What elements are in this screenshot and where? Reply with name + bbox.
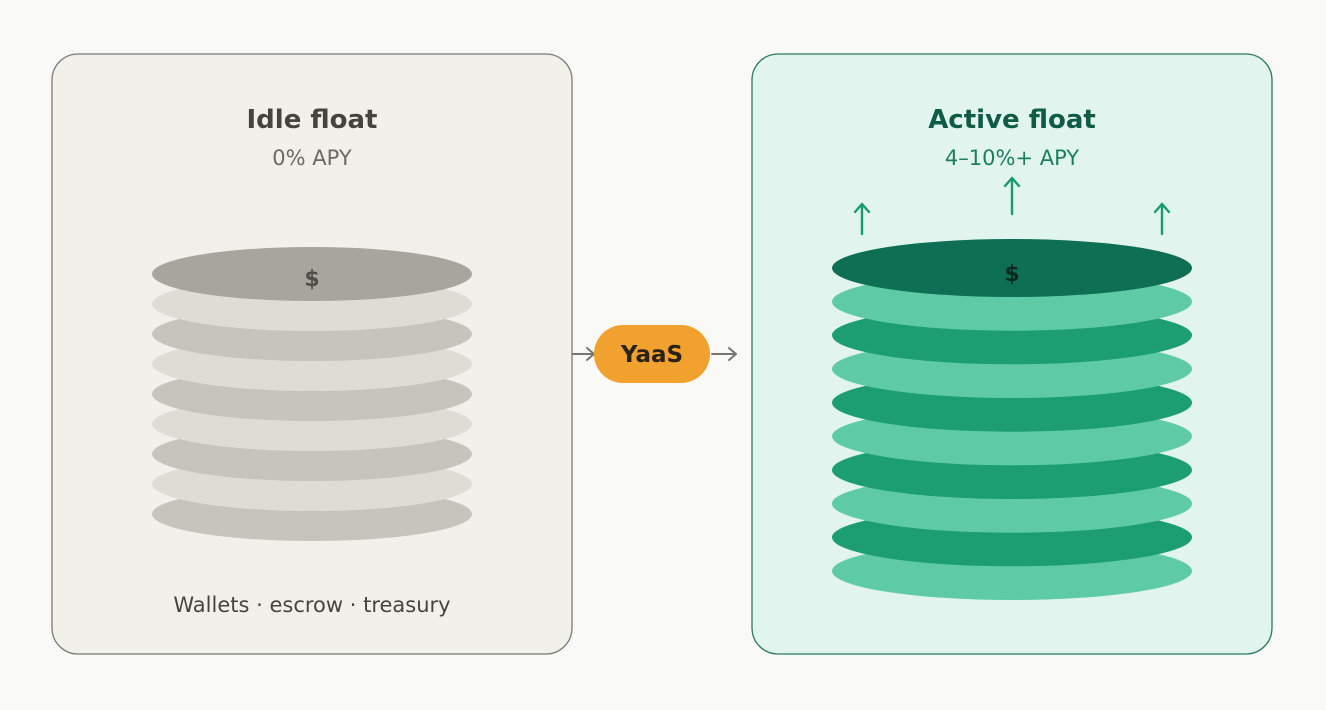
- yaas-label: YaaS: [620, 342, 683, 368]
- active-title: Active float: [928, 105, 1096, 135]
- arrow-right-icon: [711, 347, 737, 361]
- idle-float-panel: Idle float 0% APY $ Wallets · escrow · t…: [51, 53, 573, 655]
- idle-dollar-symbol: $: [304, 267, 319, 292]
- growth-arrows: [853, 176, 1171, 236]
- yaas-connector: YaaS: [572, 325, 737, 383]
- idle-title: Idle float: [247, 105, 378, 135]
- active-coin-stack: [832, 239, 1192, 600]
- idle-caption: Wallets · escrow · treasury: [173, 593, 450, 617]
- active-dollar-symbol: $: [1004, 262, 1019, 287]
- active-float-panel: Active float 4–10%+ APY $: [751, 53, 1273, 655]
- arrow-up-icon: [1153, 202, 1171, 236]
- arrow-up-icon: [853, 202, 871, 236]
- idle-coin-top: [152, 247, 472, 301]
- idle-apy-label: 0% APY: [272, 146, 352, 170]
- arrow-right-icon: [572, 347, 595, 361]
- active-apy-label: 4–10%+ APY: [945, 146, 1079, 170]
- active-coin-top: [832, 239, 1192, 297]
- yaas-pill: [594, 325, 710, 383]
- idle-coin-stack: [152, 247, 472, 541]
- arrow-up-icon: [1003, 176, 1021, 216]
